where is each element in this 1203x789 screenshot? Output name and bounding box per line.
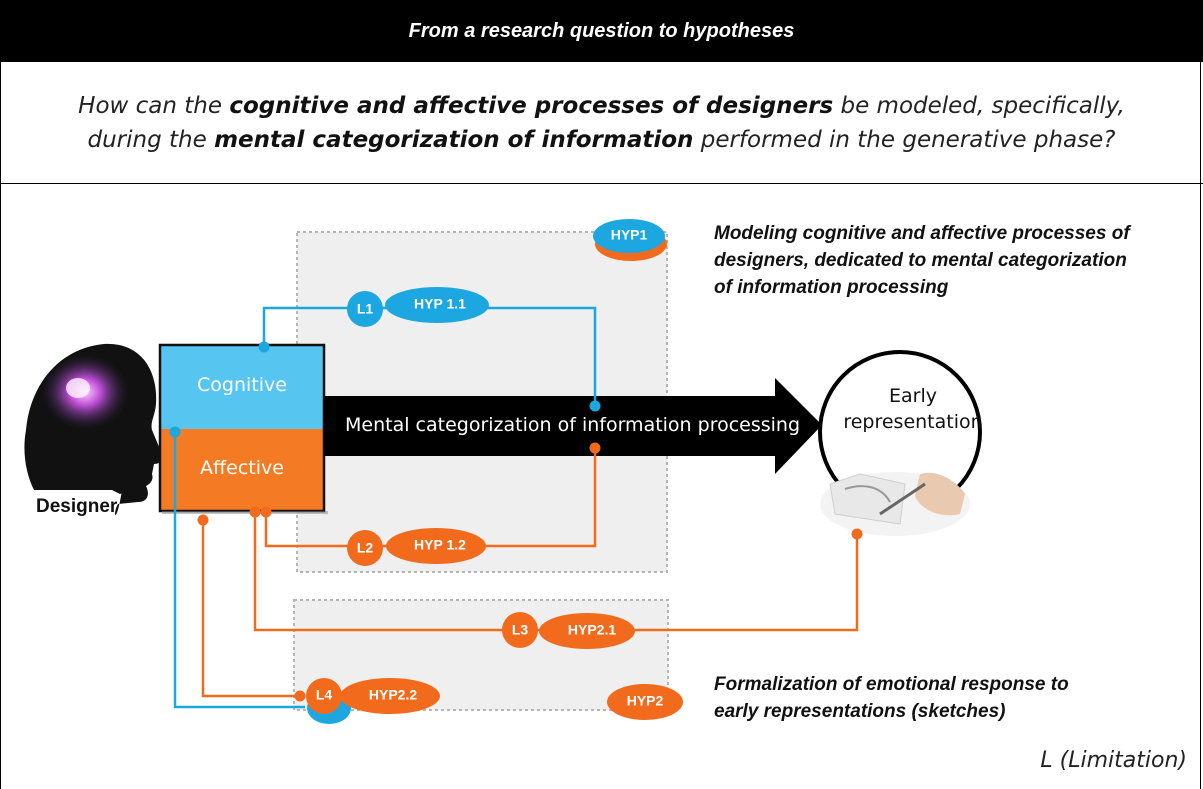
hyp1-description-line: of information processing <box>714 277 949 298</box>
l2-hyp12-badge: L2 HYP 1.2 <box>347 528 486 566</box>
affective-box <box>160 429 324 511</box>
affective-label: Affective <box>200 457 284 479</box>
early-line-2: representation <box>843 411 983 433</box>
question-line-1: How can the cognitive and affective proc… <box>78 92 1125 119</box>
l4-label: L4 <box>316 687 333 703</box>
designer-label: Designer <box>36 496 118 517</box>
l4-hyp22-badge: L4 HYP2.2 <box>306 678 440 724</box>
hyp2-badge: HYP2 <box>607 684 683 720</box>
hyp2-description-line: Formalization of emotional response to <box>714 674 1069 695</box>
process-label: Mental categorization of information pro… <box>345 414 801 436</box>
hyp1-label: HYP1 <box>611 227 648 243</box>
hyp1-badge: HYP1 <box>593 219 667 261</box>
l4-orange-connector <box>201 520 300 698</box>
page-title: From a research question to hypotheses <box>0 0 1203 62</box>
early-line-1: Early <box>889 385 937 407</box>
hyp11-label: HYP 1.1 <box>414 296 466 312</box>
hyp12-label: HYP 1.2 <box>414 537 466 553</box>
connection-dots <box>169 341 863 702</box>
limitation-legend: L (Limitation) <box>1040 748 1187 773</box>
hyp1-description-line: designers, dedicated to mental categoriz… <box>714 250 1127 271</box>
l4-blue-connector <box>173 431 305 709</box>
process-arrow <box>324 378 822 474</box>
cognitive-box <box>160 345 324 429</box>
l2-label: L2 <box>357 540 374 556</box>
hyp22-label: HYP2.2 <box>369 687 417 703</box>
question-line-2: during the mental categorization of info… <box>87 126 1116 153</box>
hypothesis-diagram: HYP1 L1 HYP 1.1 L2 HYP 1.2 L3 HYP2.1 L4 … <box>24 219 982 724</box>
designer-head-icon <box>24 343 163 515</box>
hyp1-description: Modeling cognitive and affective process… <box>714 220 1130 301</box>
cognitive-label: Cognitive <box>197 374 287 396</box>
early-representation-label: Early representation <box>838 383 988 435</box>
l1-label: L1 <box>357 301 374 317</box>
hyp2-label: HYP2 <box>627 693 664 709</box>
l3-label: L3 <box>512 622 529 638</box>
hyp1-description-line: Modeling cognitive and affective process… <box>714 223 1130 244</box>
l3-hyp21-badge: L3 HYP2.1 <box>502 612 635 649</box>
hyp21-label: HYP2.1 <box>568 622 616 638</box>
research-question: How can the cognitive and affective proc… <box>0 62 1203 184</box>
l1-hyp11-badge: L1 HYP 1.1 <box>347 287 489 327</box>
sketch-hand-icon <box>820 472 970 536</box>
hyp2-description-line: early representations (sketches) <box>714 701 1006 722</box>
hyp2-description: Formalization of emotional response to e… <box>714 671 1069 725</box>
